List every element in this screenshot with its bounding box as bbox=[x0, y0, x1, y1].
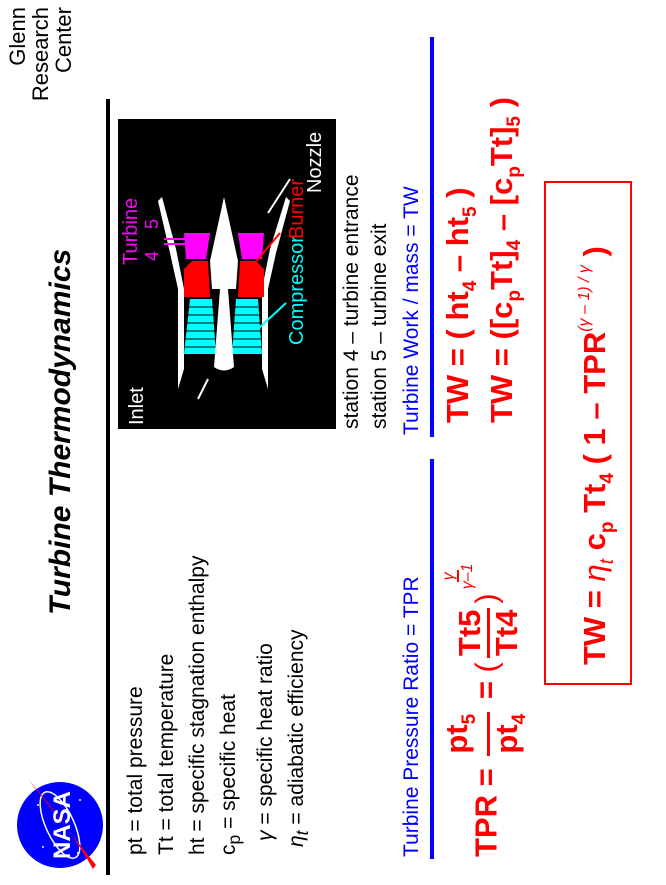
org-line: Center bbox=[51, 7, 76, 74]
turbine-engine-diagram: Inlet Turbine 4 5 Compressor Burner Nozz… bbox=[118, 119, 336, 429]
definition-item: ηt = adiabatic efficiency bbox=[285, 629, 313, 847]
org-line: Glenn bbox=[5, 7, 30, 66]
tw-heading: Turbine Work / mass = TW bbox=[400, 186, 423, 435]
boxed-tw-equation: TW = ηt cp Tt4 ( 1 – TPR(γ – 1) / γ ) bbox=[544, 181, 632, 685]
tw-equation-cptt: TW = ([cpTt]4 – [cpTt]5 ) bbox=[484, 97, 525, 423]
tpr-equation: TPR = pt5 pt4 = ( Tt5 Tt4 ) γ γ–1 bbox=[439, 561, 537, 857]
svg-text:NASA: NASA bbox=[49, 791, 76, 859]
label-turbine: Turbine bbox=[120, 197, 142, 265]
engine-cutaway-icon bbox=[158, 178, 291, 400]
station-item: station 4 – turbine entrance bbox=[340, 174, 363, 429]
definition-item: ht = specific stagnation enthalpy bbox=[186, 555, 209, 855]
definitions-list: pt = total pressure Tt = total temperatu… bbox=[120, 556, 318, 855]
nasa-logo: NASA bbox=[8, 775, 108, 875]
label-inlet: Inlet bbox=[126, 387, 148, 425]
tw-equation-tpr: TW = ηt cp Tt4 ( 1 – TPR(γ – 1) / γ ) bbox=[576, 246, 618, 665]
nasa-meatball-icon: NASA bbox=[17, 779, 103, 869]
org-line: Research bbox=[28, 7, 53, 102]
definition-item: γ = specific heat ratio bbox=[254, 643, 278, 841]
label-compressor: Compressor bbox=[286, 236, 308, 345]
label-nozzle: Nozzle bbox=[304, 131, 326, 193]
station-list: station 4 – turbine entrance station 5 –… bbox=[338, 174, 394, 429]
tt-ratio-fraction: Tt5 Tt4 bbox=[452, 607, 524, 659]
definition-item: Tt = total temperature bbox=[155, 653, 178, 855]
label-station-4: 4 bbox=[142, 250, 162, 261]
org-name: Glenn Research Center bbox=[5, 7, 76, 117]
tw-equation-enthalpy: TW = ( ht4 – ht5 ) bbox=[440, 187, 481, 423]
tpr-heading: Turbine Pressure Ratio = TPR bbox=[400, 576, 423, 857]
header-divider bbox=[106, 99, 110, 875]
definition-item: pt = total pressure bbox=[124, 686, 147, 855]
tw-divider bbox=[430, 37, 434, 437]
pt-ratio-fraction: pt5 pt4 bbox=[439, 711, 530, 756]
label-station-5: 5 bbox=[142, 218, 162, 229]
gamma-exponent: γ γ–1 bbox=[440, 563, 476, 590]
tpr-divider bbox=[430, 459, 434, 859]
station-item: station 5 – turbine exit bbox=[368, 223, 391, 429]
page-title: Turbine Thermodynamics bbox=[44, 248, 77, 615]
definition-item: cp = specific heat bbox=[217, 694, 245, 855]
